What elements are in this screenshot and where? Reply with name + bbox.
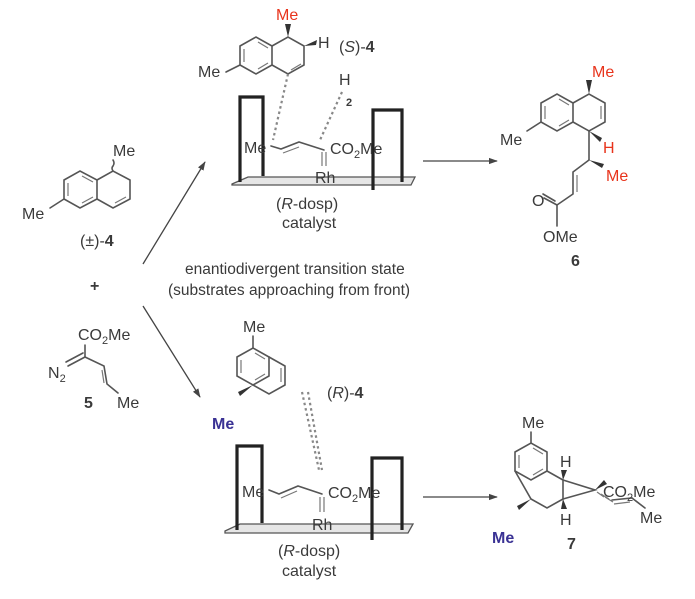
r-4-me-top: Me bbox=[243, 319, 265, 336]
product-7-skeleton bbox=[514, 431, 646, 510]
racemic-4-me-top: Me bbox=[113, 143, 135, 160]
compound-diazo-5: CO2Me N2 Me 5 bbox=[48, 327, 139, 412]
s-4-label: (S)-4 bbox=[339, 39, 375, 56]
product-6-carbonyl-o: O bbox=[532, 193, 544, 210]
product-6-me-red: Me bbox=[606, 168, 628, 185]
s-4-h-sub: 2 bbox=[346, 97, 352, 109]
diazo-5-n2: N2 bbox=[48, 365, 66, 385]
caption-line-2: (substrates approaching from front) bbox=[168, 282, 410, 299]
s-4-h-ring: H bbox=[318, 35, 330, 52]
catalyst-wall-right-top bbox=[371, 108, 404, 190]
arrow-to-bottom-ts bbox=[142, 305, 201, 398]
compound-racemic-4: Me Me (±)-4 bbox=[22, 143, 135, 250]
top-transition-state: Me H Me (S)-4 H 2 Me CO2Me Rh (R-dosp) c… bbox=[198, 7, 417, 232]
racemic-4-skeleton bbox=[49, 159, 131, 209]
product-7-ester: CO2Me bbox=[603, 484, 655, 504]
product-7-me-vinyl: Me bbox=[640, 510, 662, 527]
catalyst-plate-top bbox=[231, 176, 417, 186]
bottom-catalyst-label: catalyst bbox=[282, 563, 337, 580]
approach-dash-3 bbox=[300, 391, 321, 471]
compound-product-7: Me H H CO2Me Me Me 7 bbox=[492, 415, 662, 553]
top-ester: CO2Me bbox=[330, 141, 382, 161]
racemic-4-me-aryl: Me bbox=[22, 206, 44, 223]
diazo-5-ester: CO2Me bbox=[78, 327, 130, 347]
caption-line-1: enantiodivergent transition state bbox=[185, 261, 405, 278]
approach-dash-2 bbox=[319, 91, 343, 141]
top-carbenoid-me: Me bbox=[244, 140, 266, 157]
racemic-4-label: (±)-4 bbox=[80, 233, 114, 250]
r-4-substrate bbox=[236, 335, 286, 396]
product-7-h-top: H bbox=[560, 454, 572, 471]
approach-dash-1 bbox=[271, 73, 290, 141]
top-metal-rh: Rh bbox=[315, 170, 335, 187]
bottom-carbenoid-me: Me bbox=[242, 484, 264, 501]
approach-dash-4 bbox=[306, 391, 324, 471]
product-6-me-aryl: Me bbox=[500, 132, 522, 149]
product-7-me-blue: Me bbox=[492, 530, 514, 547]
catalyst-wall-left-bottom bbox=[235, 444, 264, 530]
catalyst-wall-left-top bbox=[238, 95, 265, 182]
top-catalyst-name: (R-dosp) bbox=[276, 196, 338, 213]
product-7-label: 7 bbox=[567, 536, 576, 553]
bottom-metal-rh: Rh bbox=[312, 517, 332, 534]
product-7-h-bottom: H bbox=[560, 512, 572, 529]
product-6-skeleton bbox=[526, 80, 606, 227]
bottom-ester: CO2Me bbox=[328, 485, 380, 505]
s-4-me-aryl: Me bbox=[198, 64, 220, 81]
product-6-ome: OMe bbox=[543, 229, 578, 246]
diazo-5-me: Me bbox=[117, 395, 139, 412]
product-6-label: 6 bbox=[571, 253, 580, 270]
r-4-label: (R)-4 bbox=[327, 385, 364, 402]
catalyst-wall-right-bottom bbox=[370, 456, 404, 540]
s-4-me-red: Me bbox=[276, 7, 298, 24]
s-4-h-approach: H bbox=[339, 72, 351, 89]
r-4-me-blue: Me bbox=[212, 416, 234, 433]
compound-product-6: Me Me H Me O OMe 6 bbox=[500, 64, 628, 270]
product-6-me-top: Me bbox=[592, 64, 614, 81]
top-catalyst-label: catalyst bbox=[282, 215, 337, 232]
bottom-transition-state: Me Me (R)-4 Me CO2Me Rh (R-dosp) catalys… bbox=[212, 319, 415, 580]
s-4-substrate bbox=[225, 24, 317, 75]
bottom-catalyst-name: (R-dosp) bbox=[278, 543, 340, 560]
arrow-to-top-ts bbox=[142, 161, 206, 265]
plus-sign: + bbox=[90, 278, 99, 295]
product-7-me-top: Me bbox=[522, 415, 544, 432]
product-6-h-red: H bbox=[603, 140, 615, 157]
diazo-5-label: 5 bbox=[84, 395, 93, 412]
